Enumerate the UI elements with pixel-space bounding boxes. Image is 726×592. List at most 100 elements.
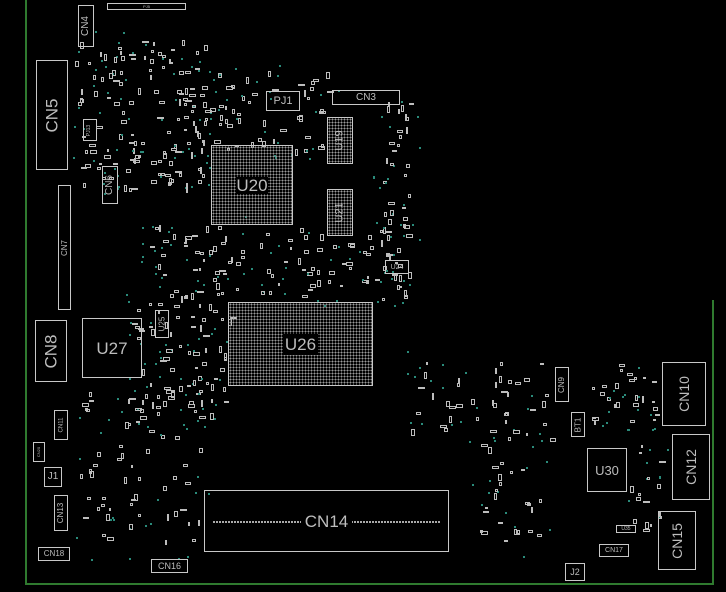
smd-pad [164, 386, 172, 390]
smd-pad [202, 139, 205, 146]
smd-pad [381, 298, 385, 302]
component-U21[interactable]: U21 [327, 189, 353, 236]
via [186, 259, 189, 262]
smd-pad [268, 70, 272, 77]
smd-pad [131, 134, 135, 137]
component-CN5[interactable]: CN5 [36, 60, 68, 170]
component-U19[interactable]: U19 [327, 117, 353, 164]
component-U27[interactable]: U27 [82, 318, 142, 378]
smd-pad [640, 445, 643, 449]
smd-pad [134, 140, 138, 146]
smd-pad [175, 315, 180, 319]
smd-pad [386, 105, 390, 113]
component-label: CN6 [104, 174, 116, 196]
via [667, 449, 670, 452]
smd-pad [549, 438, 556, 443]
via [205, 161, 208, 164]
via [203, 426, 206, 429]
smd-pad [202, 318, 207, 323]
smd-pad [298, 257, 302, 265]
smd-pad [199, 448, 204, 454]
component-PJ1[interactable]: PJ1 [266, 91, 300, 111]
smd-pad [213, 245, 218, 252]
smd-pad [303, 235, 308, 241]
smd-pad [398, 264, 404, 269]
smd-pad [224, 352, 228, 360]
smd-pad [527, 502, 532, 506]
component-CN9[interactable]: CN9 [555, 367, 569, 402]
component-CN17[interactable]: CN17 [599, 544, 629, 557]
component-J2[interactable]: J2 [565, 563, 585, 581]
component-U20[interactable]: U20 [211, 145, 293, 225]
smd-pad [397, 248, 402, 254]
component-U26[interactable]: U26 [228, 302, 373, 386]
smd-pad [490, 429, 498, 433]
via [155, 272, 158, 275]
component-CN13[interactable]: CN13 [54, 495, 68, 531]
via [626, 429, 629, 432]
component-U24[interactable]: U24 [385, 260, 409, 274]
smd-pad [497, 521, 503, 524]
component-CN11[interactable]: CN11 [54, 410, 68, 440]
smd-pad [185, 71, 192, 75]
component-CN7[interactable]: CN7 [58, 185, 71, 310]
smd-pad [634, 394, 638, 401]
smd-pad [160, 435, 165, 440]
smd-pad [319, 109, 324, 113]
smd-pad [305, 135, 312, 139]
smd-pad [172, 475, 177, 480]
component-CN4[interactable]: CN4 [78, 5, 94, 47]
smd-pad [266, 232, 271, 236]
smd-pad [620, 368, 624, 372]
component-U35[interactable]: U35 [616, 525, 636, 533]
component-U25[interactable]: U25 [155, 310, 169, 338]
component-U30[interactable]: U30 [587, 448, 627, 492]
smd-pad [162, 54, 167, 58]
via [242, 272, 245, 275]
smd-pad [382, 266, 387, 272]
component-CN14[interactable]: CN14 [204, 490, 449, 552]
smd-pad [652, 419, 656, 422]
component-PJ13[interactable]: PJ13 [83, 119, 97, 141]
smd-pad [223, 387, 227, 393]
component-CN12[interactable]: CN12 [672, 434, 710, 500]
smd-pad [202, 259, 205, 263]
smd-pad [506, 391, 509, 397]
component-CN18[interactable]: CN18 [38, 547, 70, 561]
via [380, 115, 383, 118]
smd-pad [396, 130, 403, 134]
smd-pad [389, 163, 394, 167]
component-PJ5[interactable]: PJ5 [107, 3, 186, 10]
smd-pad [328, 280, 332, 285]
component-CN20[interactable]: CN20 [33, 442, 45, 462]
component-CN16[interactable]: CN16 [151, 559, 188, 573]
smd-pad [157, 173, 161, 177]
component-BT1[interactable]: BT1 [571, 412, 585, 437]
via [645, 462, 648, 465]
component-J1[interactable]: J1 [44, 467, 62, 487]
via [101, 60, 104, 63]
component-CN6[interactable]: CN6 [102, 166, 118, 204]
via [116, 148, 119, 151]
component-CN10[interactable]: CN10 [662, 362, 706, 426]
component-label: J1 [47, 471, 59, 482]
component-CN8[interactable]: CN8 [35, 320, 67, 382]
via [165, 344, 167, 347]
smd-pad [530, 409, 537, 412]
smd-pad [312, 79, 319, 83]
smd-pad [177, 117, 180, 121]
via [549, 529, 552, 532]
via [392, 253, 395, 256]
via [93, 85, 96, 88]
component-label: CN8 [41, 333, 61, 369]
smd-pad [200, 252, 205, 256]
via [73, 126, 76, 129]
via [198, 70, 201, 73]
smd-pad [196, 291, 204, 294]
smd-pad [499, 462, 504, 465]
smd-pad [498, 474, 503, 482]
component-CN15[interactable]: CN15 [658, 511, 696, 570]
smd-pad [158, 225, 161, 233]
smd-pad [182, 464, 188, 468]
component-CN3[interactable]: CN3 [332, 90, 400, 105]
